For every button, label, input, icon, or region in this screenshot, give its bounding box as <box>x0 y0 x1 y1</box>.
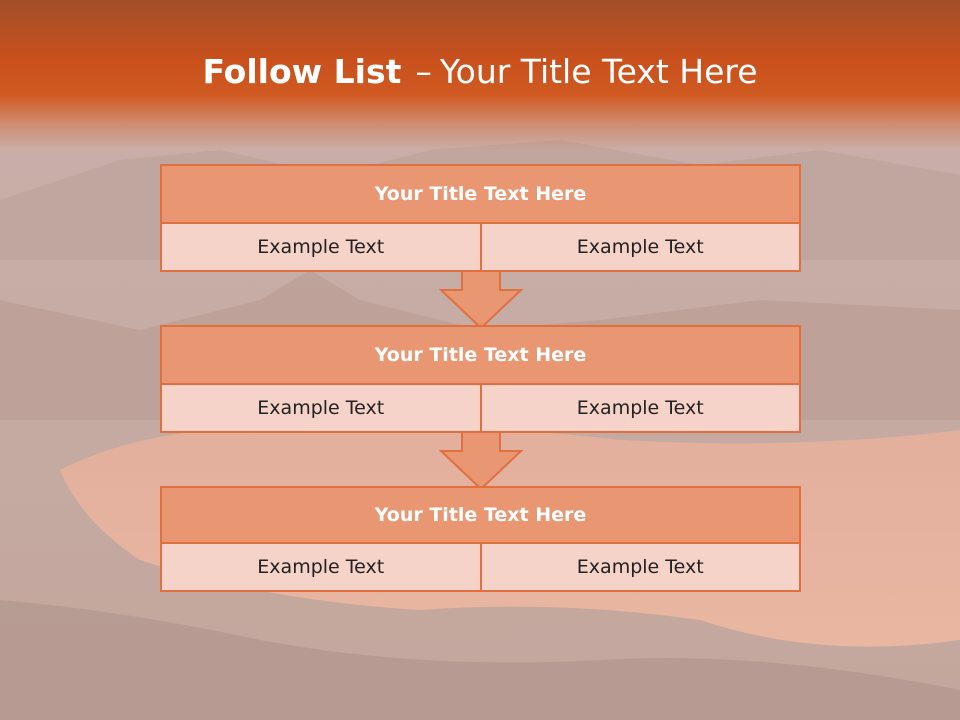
block-row: Example Text Example Text <box>162 544 799 590</box>
header-band <box>0 0 960 150</box>
block-cell-left: Example Text <box>162 544 482 590</box>
title-bold: Follow List <box>202 52 402 91</box>
block-cell-right: Example Text <box>576 236 704 258</box>
block-title: Your Title Text Here <box>162 327 799 385</box>
title-dash: – <box>415 52 432 91</box>
down-arrow-icon <box>438 270 524 330</box>
block-row: Example Text Example Text <box>162 385 799 431</box>
block-cell-right: Example Text <box>576 397 704 419</box>
block-title: Your Title Text Here <box>162 166 799 224</box>
block-cell-left: Example Text <box>162 224 482 270</box>
block-cell-left: Example Text <box>162 385 482 431</box>
block-title: Your Title Text Here <box>162 488 799 544</box>
block-row: Example Text Example Text <box>162 224 799 270</box>
flow-block-1: Your Title Text Here Example Text Exampl… <box>160 164 801 272</box>
flow-block-3: Your Title Text Here Example Text Exampl… <box>160 486 801 592</box>
block-cell-right: Example Text <box>576 556 704 578</box>
flow-block-2: Your Title Text Here Example Text Exampl… <box>160 325 801 433</box>
down-arrow-icon <box>438 431 524 491</box>
title-rest: Your Title Text Here <box>439 52 758 91</box>
slide-title: Follow List–Your Title Text Here <box>0 52 960 91</box>
